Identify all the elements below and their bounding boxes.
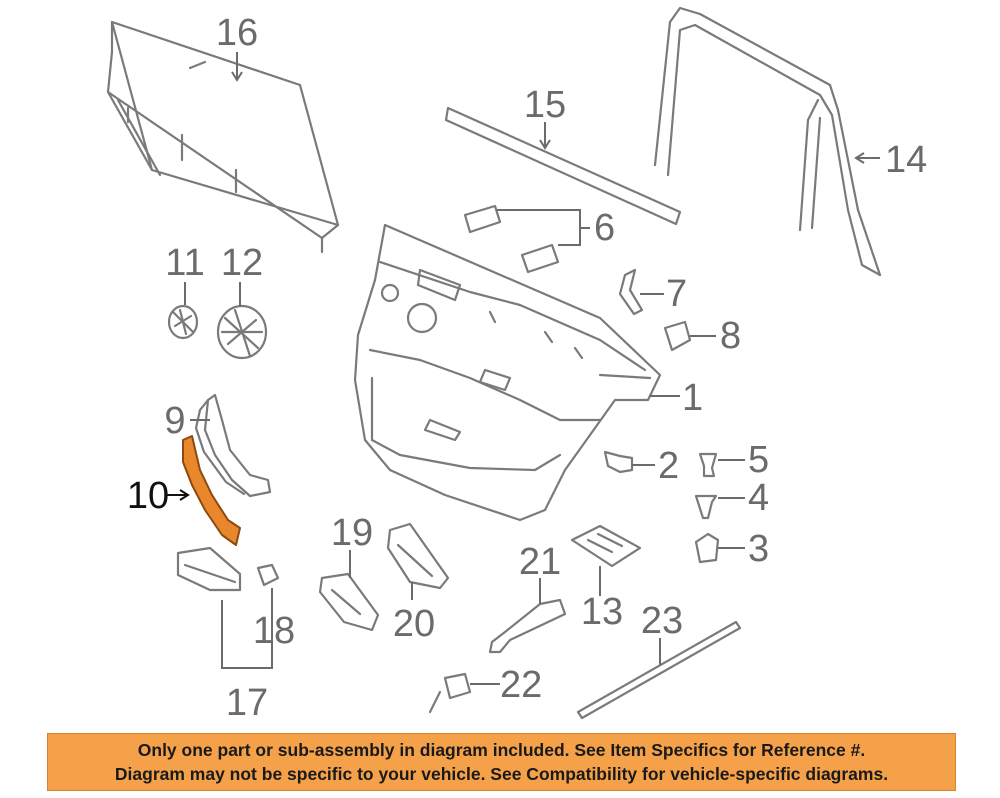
- part-10-handle-cover: [182, 435, 241, 546]
- callout-3: 3: [748, 528, 769, 570]
- part-11-grille: [167, 304, 199, 340]
- part-5-clip: [698, 452, 718, 478]
- callout-11: 11: [165, 242, 204, 284]
- leader-lines: [165, 52, 880, 685]
- callout-13: 13: [581, 591, 623, 633]
- part-16-sunshade: [106, 20, 340, 254]
- disclaimer-banner: Only one part or sub-assembly in diagram…: [47, 733, 956, 791]
- part-18-plug: [256, 563, 280, 587]
- callout-21: 21: [519, 541, 561, 583]
- part-17-bezel: [176, 546, 242, 592]
- part-2-fastener: [603, 450, 634, 474]
- callout-17: 17: [226, 682, 268, 724]
- callout-20: 20: [393, 603, 435, 645]
- disclaimer-line-1: Only one part or sub-assembly in diagram…: [137, 740, 866, 760]
- part-15-seal-strip: [444, 106, 682, 226]
- callout-6: 6: [594, 207, 615, 249]
- callout-10: 10: [127, 475, 169, 517]
- callout-12: 12: [221, 242, 263, 284]
- parts-diagram: 16 15 14 6 11 12 7 8 1 9 10 2 5 4 3 19 2…: [106, 6, 927, 724]
- callout-8: 8: [720, 315, 741, 357]
- part-19-pull-cup: [318, 572, 380, 632]
- callout-4: 4: [748, 477, 769, 519]
- callout-22: 22: [500, 664, 542, 706]
- callout-2: 2: [658, 445, 679, 487]
- callout-18: 18: [253, 610, 295, 652]
- callout-23: 23: [641, 600, 683, 642]
- callout-19: 19: [331, 512, 373, 554]
- part-1-door-panel: [353, 223, 662, 522]
- callout-9: 9: [164, 400, 185, 442]
- callout-1: 1: [682, 377, 703, 419]
- part-9-handle-trim: [194, 393, 272, 498]
- part-14-frame-trim: [653, 6, 882, 277]
- part-22-connector: [428, 672, 472, 714]
- callout-15: 15: [524, 84, 566, 126]
- part-3-nut: [694, 532, 720, 564]
- part-8-bracket: [663, 320, 692, 352]
- callout-14: 14: [885, 139, 927, 181]
- disclaimer-line-2: Diagram may not be specific to your vehi…: [114, 764, 889, 784]
- part-4-screw: [694, 494, 718, 520]
- part-23-seal: [576, 620, 742, 720]
- callout-5: 5: [748, 439, 769, 481]
- part-21-lamp: [488, 598, 567, 654]
- part-12-grille: [216, 304, 268, 360]
- part-6-clips: [463, 204, 560, 274]
- part-20-pull-cup: [386, 522, 450, 590]
- part-13-switch: [570, 524, 642, 568]
- part-7-bracket: [618, 268, 644, 316]
- callout-7: 7: [666, 273, 687, 315]
- callout-16: 16: [216, 12, 258, 54]
